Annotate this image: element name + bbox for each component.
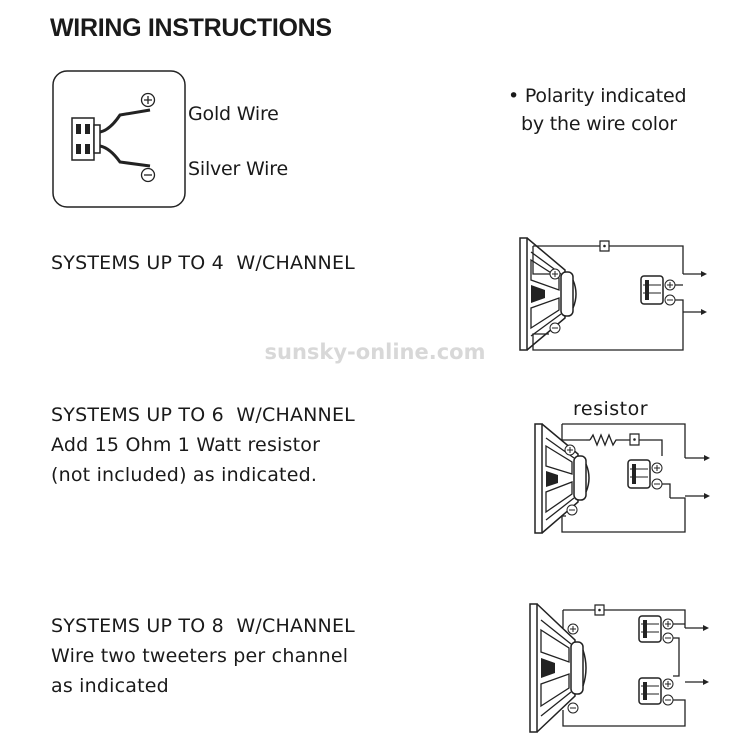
page-title: WIRING INSTRUCTIONS [50, 14, 332, 42]
section-6w-heading: SYSTEMS UP TO 6 W/CHANNEL [51, 404, 355, 426]
capacitor-icon [600, 241, 609, 251]
gold-wire-label: Gold Wire [188, 103, 279, 125]
section-6w-line-1: Add 15 Ohm 1 Watt resistor [51, 434, 321, 456]
tweeter-icon [639, 616, 661, 642]
resistor-label: resistor [573, 398, 649, 420]
watermark: sunsky-online.com [264, 340, 486, 364]
woofer-icon [520, 238, 576, 350]
capacitor-icon [595, 605, 604, 615]
tweeter-plug-icon [72, 118, 100, 160]
tweeter-icon [639, 678, 661, 704]
section-6w-line-2: (not included) as indicated. [51, 464, 318, 486]
arrow-right-icon [701, 271, 707, 277]
polarity-note: • Polarity indicated by the wire color [508, 82, 687, 138]
wiring-diagram-8w [525, 598, 709, 738]
wiring-diagram-4w [515, 230, 707, 355]
woofer-icon [535, 424, 589, 533]
wire-connector-diagram [52, 70, 187, 210]
section-8w-heading: SYSTEMS UP TO 8 W/CHANNEL [51, 615, 355, 637]
woofer-icon [530, 604, 586, 732]
section-8w-line-1: Wire two tweeters per channel [51, 645, 349, 667]
arrow-right-icon [703, 625, 709, 631]
minus-terminal-icon [142, 169, 155, 182]
tweeter-icon [628, 460, 650, 488]
section-4w: SYSTEMS UP TO 4 W/CHANNEL [51, 248, 355, 278]
section-8w: SYSTEMS UP TO 8 W/CHANNEL Wire two tweet… [51, 611, 355, 701]
resistor-icon [590, 435, 630, 445]
section-8w-line-2: as indicated [51, 675, 169, 697]
plus-terminal-icon [142, 94, 155, 107]
silver-wire-label: Silver Wire [188, 158, 288, 180]
tweeter-icon [641, 276, 663, 304]
arrow-right-icon [704, 455, 710, 461]
polarity-note-line-2: by the wire color [521, 113, 677, 135]
section-6w: SYSTEMS UP TO 6 W/CHANNEL Add 15 Ohm 1 W… [51, 400, 355, 490]
capacitor-icon [630, 434, 639, 445]
wiring-diagram-6w [530, 418, 710, 538]
polarity-note-line-1: • Polarity indicated [508, 85, 687, 107]
section-4w-heading: SYSTEMS UP TO 4 W/CHANNEL [51, 252, 355, 274]
